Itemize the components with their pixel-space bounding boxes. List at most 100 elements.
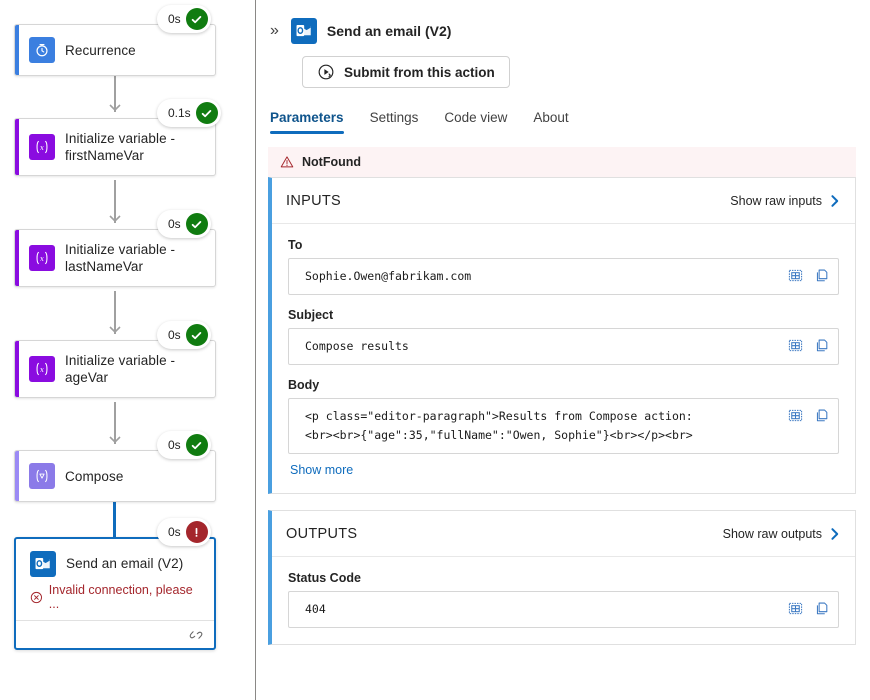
error-exclamation-icon: [185, 521, 208, 543]
field-label: To: [288, 238, 303, 252]
success-check-icon: [185, 8, 208, 30]
node-accent-bar: [15, 451, 19, 501]
inputs-card: INPUTS Show raw inputs To Sophie.Owen@fa…: [268, 177, 856, 494]
copy-icon[interactable]: [815, 268, 830, 283]
error-banner-text: NotFound: [302, 155, 362, 169]
node-accent-bar: [15, 119, 19, 175]
node-label: Compose: [65, 468, 124, 484]
node-label: Recurrence: [65, 42, 136, 58]
broken-link-icon[interactable]: [188, 628, 204, 642]
copy-icon[interactable]: [815, 338, 830, 353]
expand-table-icon[interactable]: [788, 601, 803, 616]
inputs-title: INPUTS: [286, 192, 341, 209]
node-accent-bar: [15, 25, 19, 75]
panel-header: » Send an email (V2): [256, 0, 856, 44]
duration-label: 0s: [168, 12, 181, 26]
success-check-icon: [195, 102, 218, 124]
show-raw-outputs-label: Show raw outputs: [722, 526, 822, 541]
error-circle-icon: [30, 591, 42, 603]
field-actions: [788, 337, 830, 353]
play-circle-icon: [317, 63, 335, 81]
clock-icon: [29, 37, 55, 63]
success-check-icon: [185, 324, 208, 346]
compose-icon: [29, 463, 55, 489]
outlook-icon: [30, 550, 56, 577]
tab-code-view[interactable]: Code view: [444, 110, 508, 125]
duration-label: 0s: [168, 438, 181, 452]
node-label: Initialize variable - ageVar: [65, 353, 176, 385]
connector-4: [114, 402, 116, 444]
node-accent-bar: [15, 341, 19, 397]
outputs-card: OUTPUTS Show raw outputs Status Code 404: [268, 510, 856, 645]
field-value: <p class="editor-paragraph">Results from…: [305, 409, 693, 442]
panel-title: Send an email (V2): [326, 23, 452, 39]
status-pill-firstnamevar: 0.1s: [157, 99, 221, 127]
workflow-canvas[interactable]: 0s Recurrence 0.1s x: [0, 0, 256, 700]
arrow-head-3: [109, 326, 121, 334]
chevron-double-right-icon[interactable]: »: [270, 22, 279, 39]
status-pill-send-email: 0s: [157, 518, 211, 546]
node-accent-bar: [15, 230, 19, 286]
success-check-icon: [185, 213, 208, 235]
field-box[interactable]: 404: [288, 591, 839, 628]
field-value: 404: [305, 602, 326, 616]
duration-label: 0s: [168, 525, 181, 539]
tab-settings[interactable]: Settings: [369, 110, 419, 125]
variable-icon: x: [29, 134, 55, 160]
expand-table-icon[interactable]: [788, 268, 803, 283]
field-subject: Subject Compose results: [288, 308, 839, 365]
panel-tabs: Parameters Settings Code view About: [270, 110, 856, 134]
node-send-an-email[interactable]: Send an email (V2) Invalid connection, p…: [14, 537, 216, 650]
node-initialize-agevar[interactable]: x Initialize variable - ageVar: [14, 340, 216, 398]
field-actions: [788, 407, 830, 423]
field-label: Body: [288, 378, 320, 392]
node-initialize-firstnamevar[interactable]: x Initialize variable - firstNameVar: [14, 118, 216, 176]
expand-table-icon[interactable]: [788, 408, 803, 423]
field-value: Compose results: [305, 339, 409, 353]
node-label: Send an email (V2): [66, 556, 184, 571]
field-value: Sophie.Owen@fabrikam.com: [305, 269, 472, 283]
status-pill-recurrence: 0s: [157, 5, 211, 33]
field-label: Subject: [288, 308, 334, 322]
node-initialize-lastnamevar[interactable]: x Initialize variable - lastNameVar: [14, 229, 216, 287]
connector-3: [114, 291, 116, 334]
connector-2: [114, 180, 116, 223]
field-body: Body <p class="editor-paragraph">Results…: [288, 378, 839, 477]
outputs-card-header: OUTPUTS Show raw outputs: [272, 511, 855, 557]
show-raw-outputs-link[interactable]: Show raw outputs: [723, 527, 841, 541]
show-raw-inputs-label: Show raw inputs: [730, 193, 822, 208]
node-footer: [16, 620, 214, 648]
variable-icon: x: [29, 245, 55, 271]
outputs-card-body: Status Code 404: [272, 557, 855, 644]
copy-icon[interactable]: [815, 601, 830, 616]
status-pill-compose: 0s: [157, 431, 211, 459]
node-label: Initialize variable - lastNameVar: [65, 242, 176, 274]
node-error-text: Invalid connection, please ...: [48, 583, 193, 611]
tab-about[interactable]: About: [533, 110, 569, 125]
duration-label: 0s: [168, 328, 181, 342]
arrow-head-4: [109, 436, 121, 444]
expand-table-icon[interactable]: [788, 338, 803, 353]
connector-5-active: [113, 495, 116, 540]
tab-parameters[interactable]: Parameters: [270, 110, 344, 134]
show-more-link[interactable]: Show more: [290, 463, 354, 477]
svg-text:x: x: [40, 366, 44, 374]
svg-text:x: x: [40, 144, 44, 152]
field-box[interactable]: Compose results: [288, 328, 839, 365]
duration-label: 0s: [168, 217, 181, 231]
field-box[interactable]: Sophie.Owen@fabrikam.com: [288, 258, 839, 295]
field-actions: [788, 600, 830, 616]
arrow-head-2: [109, 215, 121, 223]
copy-icon[interactable]: [815, 408, 830, 423]
outlook-icon: [290, 18, 317, 44]
submit-button-label: Submit from this action: [344, 64, 495, 80]
submit-from-this-action-button[interactable]: Submit from this action: [302, 56, 510, 88]
node-label: Initialize variable - firstNameVar: [65, 131, 176, 163]
variable-icon: x: [29, 356, 55, 382]
field-box[interactable]: <p class="editor-paragraph">Results from…: [288, 398, 839, 454]
show-raw-inputs-link[interactable]: Show raw inputs: [730, 194, 841, 208]
field-to: To Sophie.Owen@fabrikam.com: [288, 238, 839, 295]
inputs-card-header: INPUTS Show raw inputs: [272, 178, 855, 224]
field-label: Status Code: [288, 571, 361, 585]
